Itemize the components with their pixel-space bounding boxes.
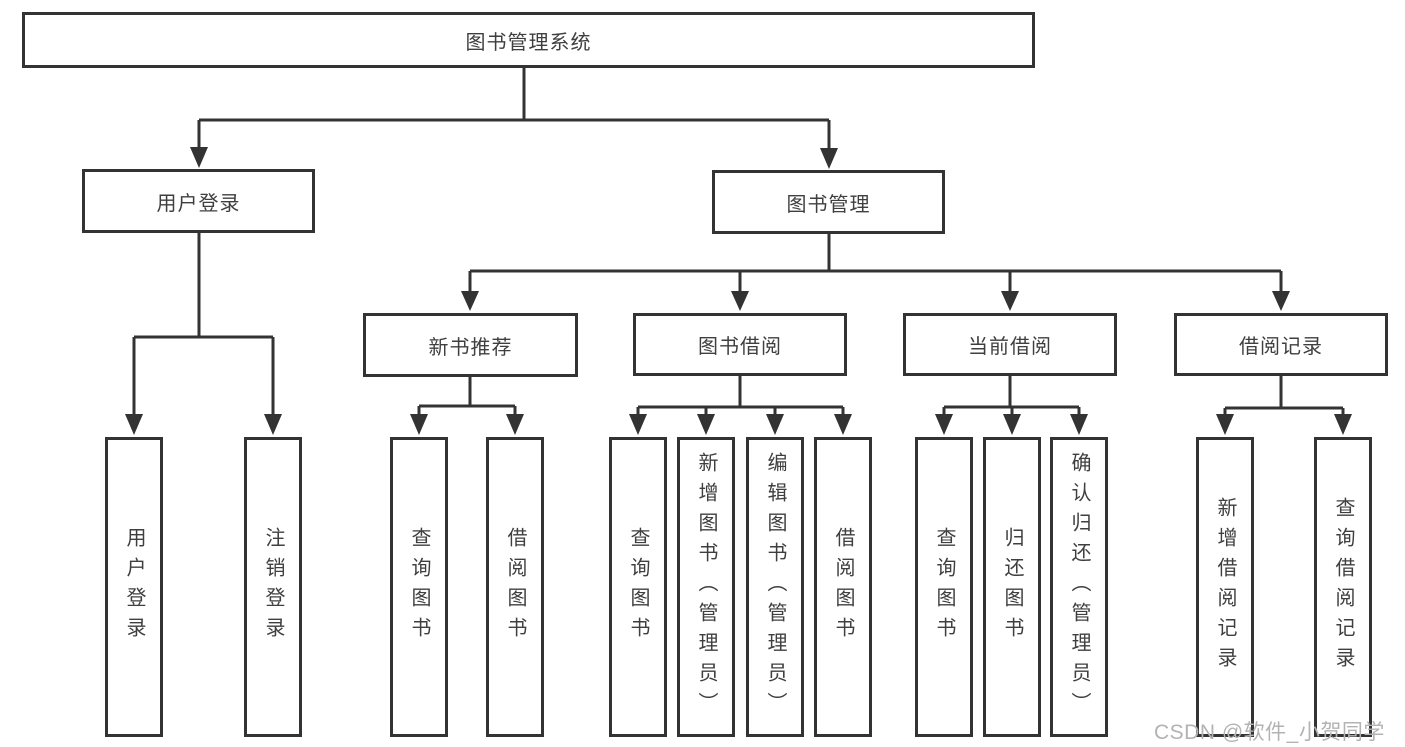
leaf-query-borrow-record: 查询借阅记录: [1314, 437, 1372, 737]
node-borrow-records-label: 借阅记录: [1239, 336, 1323, 358]
node-book-management-label: 图书管理: [786, 193, 871, 216]
leaf-confirm-return-admin: 确认归还（管理员）: [1050, 437, 1108, 737]
leaf-add-books-admin-label: 新增图书（管理员）: [695, 452, 717, 722]
node-current-borrow: 当前借阅: [903, 313, 1117, 376]
leaf-query-borrow-record-label: 查询借阅记录: [1332, 497, 1354, 677]
node-current-borrow-label: 当前借阅: [968, 336, 1052, 358]
leaf-borrow-books-recommend-label: 借阅图书: [504, 527, 526, 647]
leaf-add-books-admin: 新增图书（管理员）: [677, 437, 735, 737]
node-book-management: 图书管理: [712, 170, 945, 234]
leaf-query-books-current-label: 查询图书: [933, 527, 955, 647]
leaf-return-books: 归还图书: [983, 437, 1041, 737]
node-root: 图书管理系统: [22, 12, 1035, 68]
leaf-query-books-borrow-label: 查询图书: [627, 527, 649, 647]
watermark: CSDN @软件_小贺同学: [1154, 721, 1385, 744]
node-book-borrow-label: 图书借阅: [698, 336, 782, 358]
leaf-logout-label: 注销登录: [262, 527, 284, 647]
leaf-add-borrow-record: 新增借阅记录: [1196, 437, 1254, 737]
node-new-book-recommend: 新书推荐: [363, 313, 578, 377]
leaf-confirm-return-admin-label: 确认归还（管理员）: [1068, 452, 1090, 722]
leaf-user-login-label: 用户登录: [123, 527, 145, 647]
node-borrow-records: 借阅记录: [1174, 313, 1388, 376]
node-user-login-label: 用户登录: [156, 192, 241, 215]
leaf-borrow-books-label: 借阅图书: [832, 527, 854, 647]
leaf-query-books-current: 查询图书: [915, 437, 973, 737]
node-book-borrow: 图书借阅: [633, 313, 847, 376]
leaf-logout: 注销登录: [244, 437, 302, 737]
leaf-add-borrow-record-label: 新增借阅记录: [1214, 497, 1236, 677]
leaf-query-books-recommend-label: 查询图书: [408, 527, 430, 647]
node-new-book-recommend-label: 新书推荐: [428, 336, 513, 359]
leaf-user-login: 用户登录: [105, 437, 163, 737]
leaf-edit-books-admin-label: 编辑图书（管理员）: [764, 452, 786, 722]
leaf-edit-books-admin: 编辑图书（管理员）: [746, 437, 804, 737]
leaf-query-books-borrow: 查询图书: [609, 437, 667, 737]
node-root-label: 图书管理系统: [465, 31, 592, 54]
leaf-borrow-books: 借阅图书: [814, 437, 872, 737]
node-user-login: 用户登录: [82, 169, 315, 233]
leaf-query-books-recommend: 查询图书: [390, 437, 448, 737]
leaf-borrow-books-recommend: 借阅图书: [486, 437, 544, 737]
leaf-return-books-label: 归还图书: [1001, 527, 1023, 647]
